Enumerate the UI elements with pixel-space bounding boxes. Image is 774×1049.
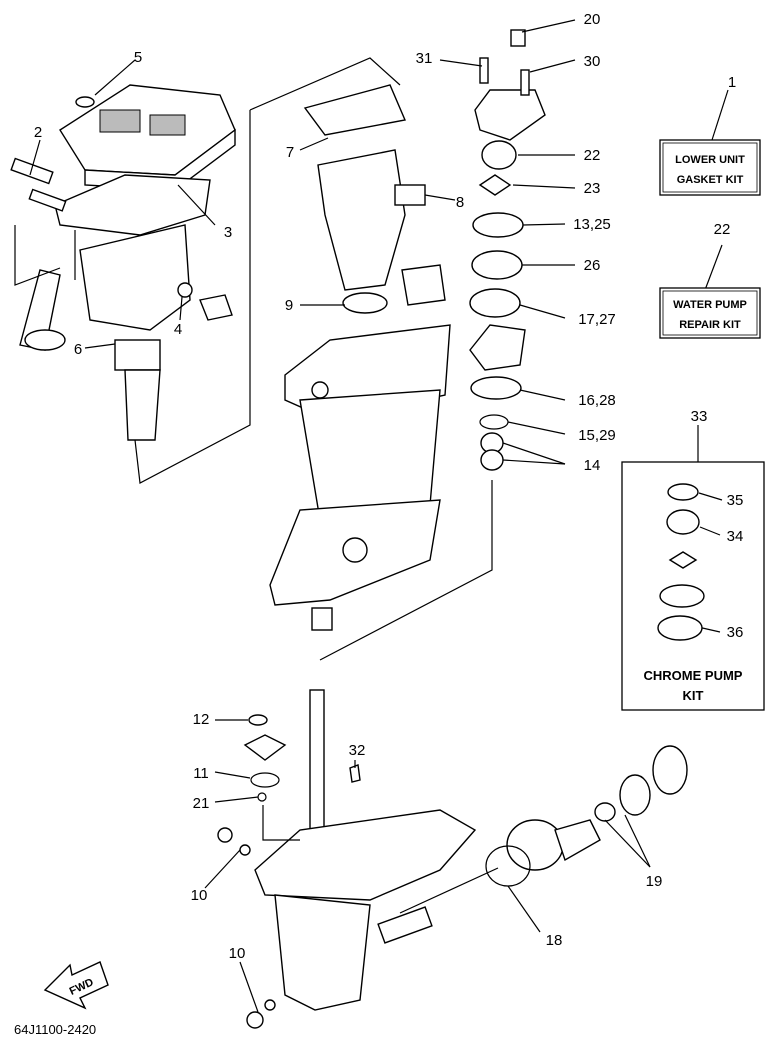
callout-34: 34 [727,528,744,545]
callout-8: 8 [456,194,464,211]
callout-13-25: 13,25 [573,216,611,233]
callout-5: 5 [134,49,142,66]
callout-31: 31 [416,50,433,67]
callout-9: 9 [285,297,293,314]
callout-numbers: 20 31 30 1 5 2 3 7 8 22 23 13,25 22 26 9… [34,11,744,962]
lower-unit-kit-line2: GASKET KIT [677,174,744,186]
lower-unit-assembly [217,689,688,1029]
assembly-lines [14,57,499,914]
callout-7: 7 [286,144,294,161]
callout-32: 32 [349,742,366,759]
lower-unit-gasket-kit-box: LOWER UNIT GASKET KIT [659,139,761,196]
water-pump-repair-kit-box: WATER PUMP REPAIR KIT [659,287,761,339]
callout-22: 22 [714,221,731,238]
water-pump-kit-line1: WATER PUMP [673,299,747,311]
chrome-pump-kit-box: CHROME PUMP KIT [621,461,765,711]
callout-23: 22 [584,147,601,164]
callout-16-28: 16,28 [578,392,616,409]
callout-2: 2 [34,124,42,141]
callout-leaders [29,19,729,1013]
callout-24: 23 [584,180,601,197]
callout-18: 18 [546,932,563,949]
callout-17-27: 17,27 [578,311,616,328]
water-pump-parts [469,29,546,471]
callout-35: 35 [727,492,744,509]
drive-shaft-housing [269,84,451,631]
callout-4: 4 [174,321,182,338]
chrome-pump-kit-line1: CHROME PUMP [644,668,743,683]
callout-15-29: 15,29 [578,427,616,444]
water-pump-kit-line2: REPAIR KIT [679,319,741,331]
callout-12: 12 [193,711,210,728]
callout-14: 14 [584,457,601,474]
callout-33: 33 [691,408,708,425]
callout-1: 1 [728,74,736,91]
callout-10-lower: 10 [229,945,246,962]
upper-casing-assembly [10,84,236,441]
chrome-pump-kit-line2: KIT [683,688,704,703]
callout-19: 19 [646,873,663,890]
fwd-arrow-icon: FWD [43,961,109,1010]
callout-26: 26 [584,257,601,274]
callout-21: 21 [193,795,210,812]
callout-3: 3 [224,224,232,241]
lower-unit-kit-line1: LOWER UNIT [675,154,745,166]
drawing-code: 64J1100-2420 [14,1022,96,1037]
callout-10-upper: 10 [191,887,208,904]
callout-6: 6 [74,341,82,358]
callout-20: 20 [584,11,601,28]
callout-11: 11 [193,765,209,782]
callout-30: 30 [584,53,601,70]
callout-36: 36 [727,624,744,641]
